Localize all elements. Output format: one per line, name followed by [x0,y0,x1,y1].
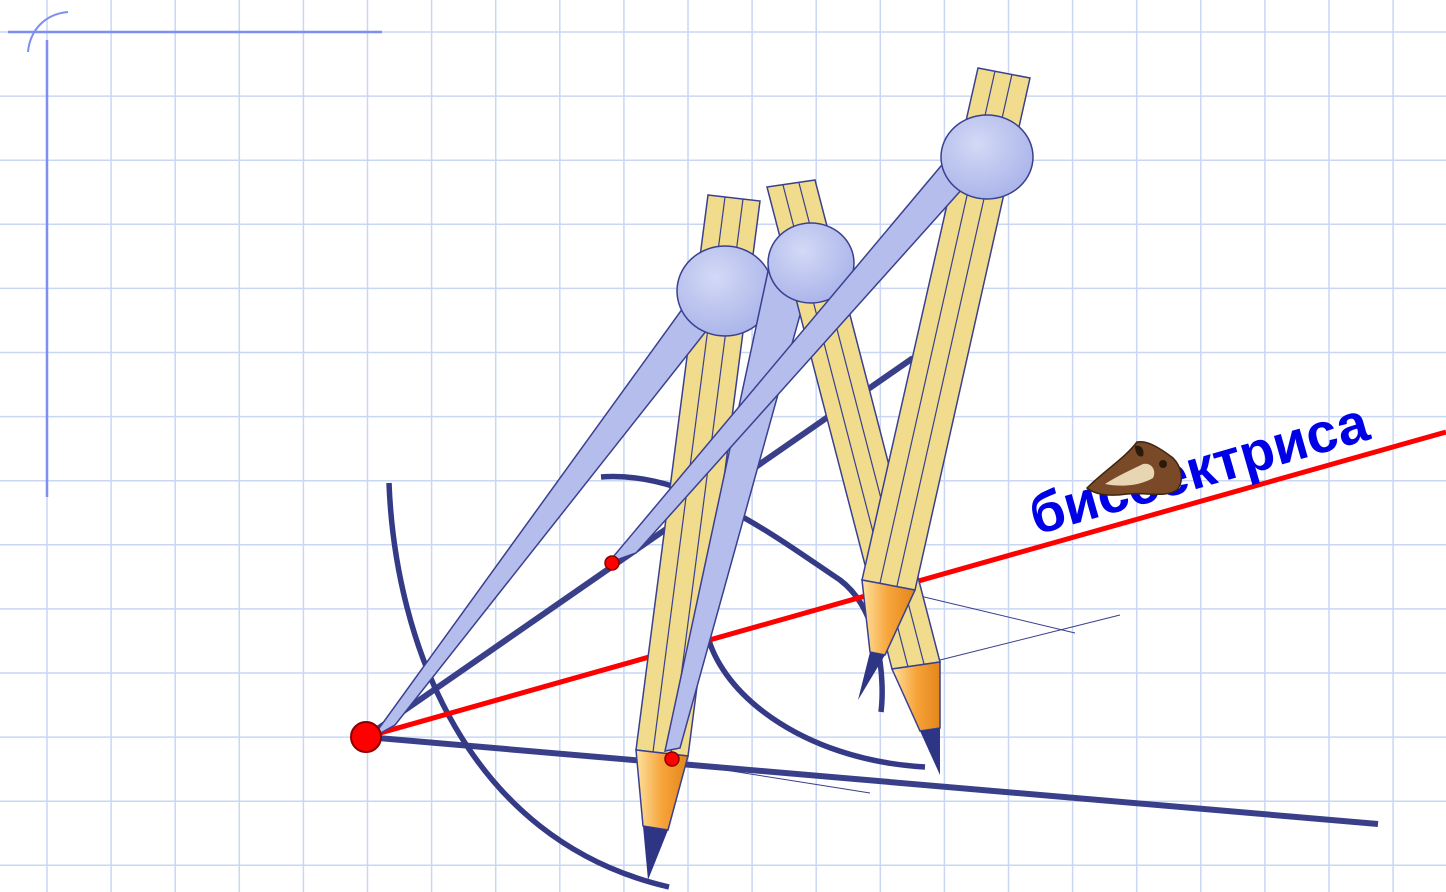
guide-lines [724,595,1121,794]
intersection-point-upper [604,555,620,571]
animated-cursor-icon [1085,440,1183,496]
intersection-point-lower [664,751,680,767]
notebook-margin [8,11,382,497]
angle-ray-lower [365,734,1379,827]
angle-vertex-point [350,721,382,753]
arc-from-vertex [386,482,670,890]
compass-icon [605,67,1034,700]
arc-from-lower-point [703,626,926,770]
